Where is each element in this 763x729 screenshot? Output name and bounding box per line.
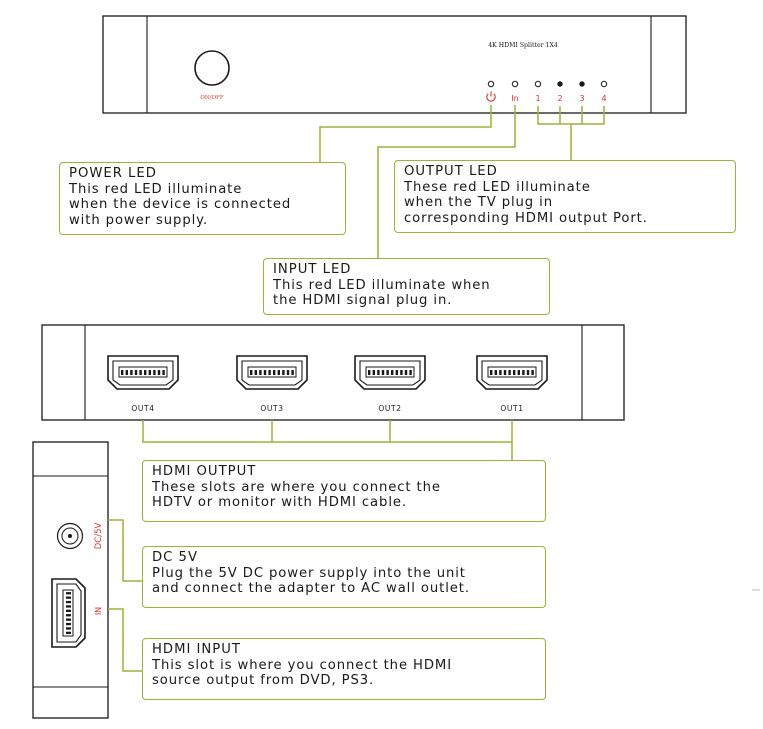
output-led-callout: OUTPUT LED These red LED illuminate when… [394,160,736,233]
dc-5v-title: DC 5V [152,550,198,565]
input-led-line-2: the HDMI signal plug in. [273,293,453,308]
power-led [487,80,495,88]
hdmi-input-port[interactable] [51,578,86,648]
indicator-label-4: 4 [601,94,606,103]
model-label: 4K HDMI Splitter 1X4 [488,42,558,49]
front-leader-lines [319,105,605,259]
side-panel: DC/5V IN [32,441,109,719]
output-led-line-2: when the TV plug in [404,195,553,210]
hdmi-in-label: IN [94,607,103,615]
hdmi-output-bracket [142,420,513,461]
hdmi-input-title: HDMI INPUT [152,642,241,657]
output-led-3 [579,81,585,87]
output-led-line-1: These red LED illuminate [404,179,591,195]
power-led-line-2: when the device is connected [69,197,292,212]
dc-5v-line-2: and connect the adapter to AC wall outle… [152,581,470,596]
power-button[interactable] [194,50,230,86]
hdmi-output-port[interactable] [476,355,548,390]
port-label-out4: OUT4 [131,404,154,413]
side-leader-lines [108,519,143,672]
dc-5v-line-1: Plug the 5V DC power supply into the uni… [152,565,466,581]
hdmi-output-port[interactable] [236,355,308,390]
output-led-line-3: corresponding HDMI output Port. [404,210,648,226]
input-led-title: INPUT LED [273,262,352,277]
power-led-line-3: with power supply. [69,212,209,228]
output-led-title: OUTPUT LED [404,164,498,179]
power-led-callout: POWER LED This red LED illuminate when t… [59,162,346,235]
dc-jack-pin [68,534,72,538]
power-led-leader [319,105,492,163]
front-panel: ON/OFF 4K HDMI Splitter 1X4 In 1 2 3 4 [102,15,687,114]
indicator-label-2: 2 [557,94,562,103]
dc-5v-label: DC/5V [94,523,104,550]
hdmi-input-leader [108,608,143,672]
hdmi-output-ports: OUT4 OUT3 OUT2 OUT1 [107,355,548,413]
input-led [511,80,519,88]
rear-leader-lines [142,420,513,461]
power-button-label: ON/OFF [200,95,223,101]
output-led-4 [600,80,608,88]
port-label-out3: OUT3 [260,404,283,413]
input-led-leader [377,105,516,259]
output-led-1 [534,80,542,88]
output-led-2 [557,81,563,87]
front-panel-body [102,15,687,114]
port-label-out2: OUT2 [378,404,401,413]
input-led-line-1: This red LED illuminate when [273,277,491,293]
hdmi-output-line-2: HDTV or monitor with HDMI cable. [152,495,407,510]
hdmi-output-port[interactable] [107,355,179,390]
indicator-label-in: In [511,94,518,103]
power-led-title: POWER LED [69,166,157,181]
power-led-line-1: This red LED illuminate [69,181,243,197]
hdmi-output-callout: HDMI OUTPUT These slots are where you co… [142,460,546,522]
dc-5v-leader [108,519,143,582]
led-indicators [487,80,608,88]
indicator-label-1: 1 [535,94,540,103]
hdmi-input-callout: HDMI INPUT This slot is where you connec… [142,638,546,700]
port-label-out1: OUT1 [500,404,523,413]
input-led-callout: INPUT LED This red LED illuminate when t… [263,258,550,315]
hdmi-input-line-1: This slot is where you connect the HDMI [152,657,452,673]
hdmi-input-line-2: source output from DVD, PS3. [152,673,375,688]
power-symbol-icon [486,91,496,102]
hdmi-output-title: HDMI OUTPUT [152,464,257,479]
dc-5v-callout: DC 5V Plug the 5V DC power supply into t… [142,546,546,608]
hdmi-output-line-1: These slots are where you connect the [152,479,441,495]
hdmi-output-port[interactable] [354,355,426,390]
indicator-label-3: 3 [579,94,584,103]
